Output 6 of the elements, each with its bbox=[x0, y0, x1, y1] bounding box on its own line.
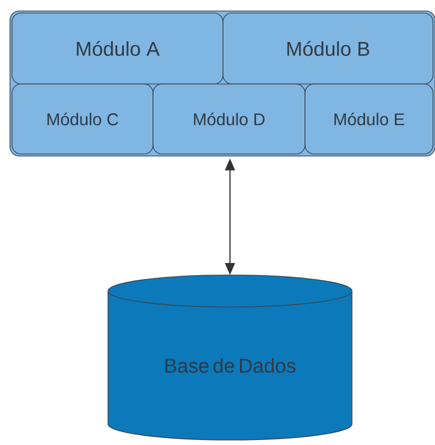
database-cylinder: Base de Dados bbox=[108, 274, 352, 440]
module-box: Módulo C bbox=[12, 84, 154, 154]
module-box: Módulo B bbox=[222, 12, 434, 84]
module-box: Módulo A bbox=[12, 12, 224, 84]
module-box: Módulo D bbox=[152, 84, 306, 154]
module-box: Módulo E bbox=[304, 84, 434, 154]
